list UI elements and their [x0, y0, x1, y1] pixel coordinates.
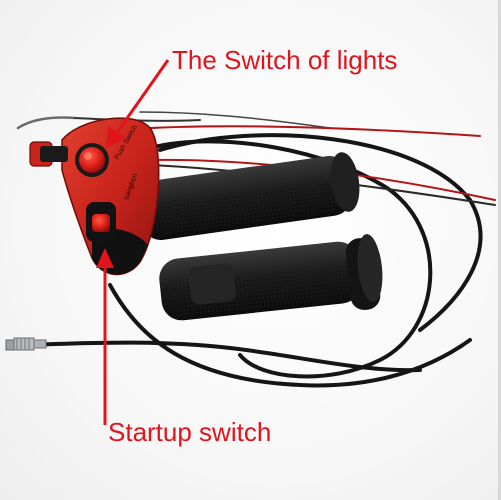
throttle-housing: Push Switch bangbon: [29, 117, 160, 276]
arrow-to-startup-switch: [96, 248, 114, 425]
thin-wire: [16, 111, 331, 130]
upper-grip: [139, 152, 360, 240]
arrow-to-lights-switch: [106, 59, 170, 148]
image-border: [498, 0, 501, 500]
lights-switch: [75, 143, 109, 177]
startup-switch: [86, 202, 116, 242]
lights-switch-label: The Switch of lights: [172, 45, 398, 75]
black-cable: [10, 133, 483, 388]
lower-grip: [159, 234, 383, 321]
startup-switch-label: Startup switch: [108, 417, 272, 447]
cable-end-fitting: [5, 337, 47, 351]
